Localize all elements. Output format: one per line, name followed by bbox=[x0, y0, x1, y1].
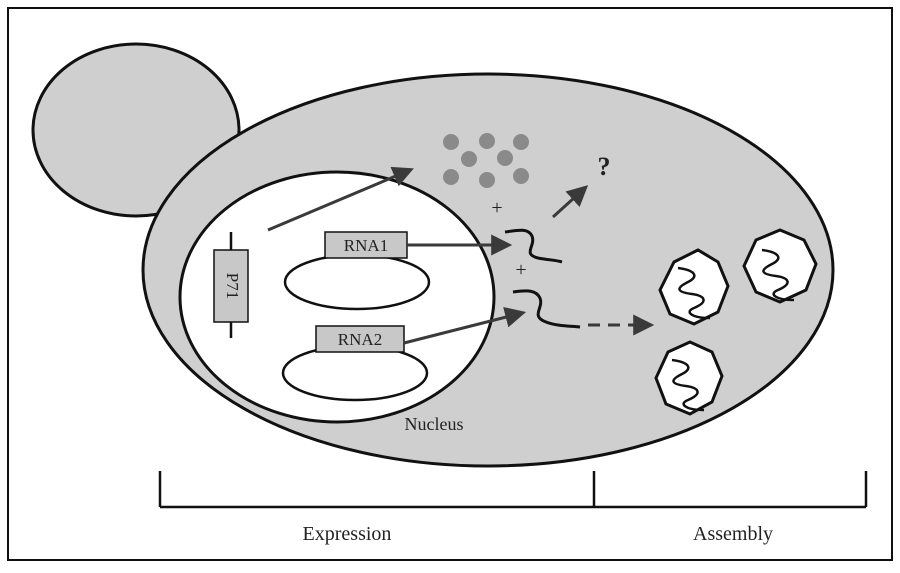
rna2-label-box: RNA2 bbox=[316, 326, 404, 352]
p71-label-box: P71 bbox=[214, 250, 248, 322]
particle-2 bbox=[744, 230, 816, 302]
assembly-label: Assembly bbox=[693, 523, 773, 545]
rna1-label-box: RNA1 bbox=[325, 232, 407, 258]
plus-sign-bottom: + bbox=[515, 259, 526, 281]
rna1-label: RNA1 bbox=[344, 236, 388, 255]
question-mark: ? bbox=[598, 152, 611, 181]
expression-label: Expression bbox=[303, 523, 392, 545]
rna2-label: RNA2 bbox=[338, 330, 382, 349]
nucleus-label: Nucleus bbox=[405, 414, 464, 434]
plus-sign-top: + bbox=[491, 197, 502, 219]
p71-label: P71 bbox=[223, 273, 242, 299]
